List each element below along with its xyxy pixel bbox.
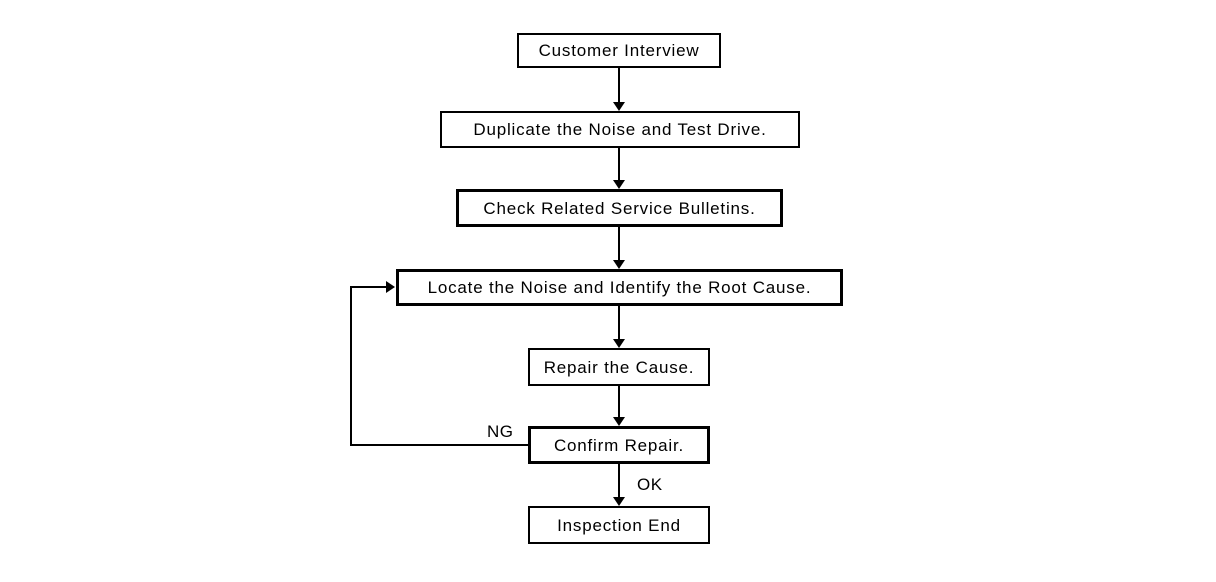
node-check-bulletins[interactable]: Check Related Service Bulletins. — [456, 189, 783, 227]
node-duplicate-noise[interactable]: Duplicate the Noise and Test Drive. — [440, 111, 800, 148]
connector-locate-to-repair — [618, 306, 620, 340]
node-confirm-repair[interactable]: Confirm Repair. — [528, 426, 710, 464]
node-label-duplicate-noise: Duplicate the Noise and Test Drive. — [473, 120, 767, 139]
arrowhead-duplicate-to-bulletins — [613, 180, 625, 189]
node-customer-interview[interactable]: Customer Interview — [517, 33, 721, 68]
arrowhead-bulletins-to-locate — [613, 260, 625, 269]
connector-confirm-to-end — [618, 464, 620, 497]
edge-label-ok: OK — [637, 475, 663, 494]
connector-bulletins-to-locate — [618, 227, 620, 261]
arrowhead-repair-to-confirm — [613, 417, 625, 426]
connector-ng-loop-bottom — [350, 444, 530, 446]
arrowhead-ng-loop-to-locate — [386, 281, 395, 293]
node-locate-noise[interactable]: Locate the Noise and Identify the Root C… — [396, 269, 843, 306]
node-inspection-end[interactable]: Inspection End — [528, 506, 710, 544]
node-label-confirm-repair: Confirm Repair. — [553, 435, 685, 455]
connector-ng-loop-top — [350, 286, 388, 288]
arrowhead-locate-to-repair — [613, 339, 625, 348]
node-label-locate-noise: Locate the Noise and Identify the Root C… — [427, 278, 812, 297]
connector-repair-to-confirm — [618, 386, 620, 418]
connector-interview-to-duplicate — [618, 68, 620, 104]
node-label-customer-interview: Customer Interview — [538, 41, 700, 60]
node-repair-cause[interactable]: Repair the Cause. — [528, 348, 710, 386]
connector-ng-loop-riser — [350, 286, 352, 446]
edge-label-ng: NG — [487, 422, 514, 441]
arrowhead-confirm-to-end — [613, 497, 625, 506]
node-label-inspection-end: Inspection End — [557, 515, 681, 535]
connector-duplicate-to-bulletins — [618, 148, 620, 181]
node-label-repair-cause: Repair the Cause. — [543, 357, 695, 377]
node-label-check-bulletins: Check Related Service Bulletins. — [483, 198, 756, 218]
arrowhead-interview-to-duplicate — [613, 102, 625, 111]
